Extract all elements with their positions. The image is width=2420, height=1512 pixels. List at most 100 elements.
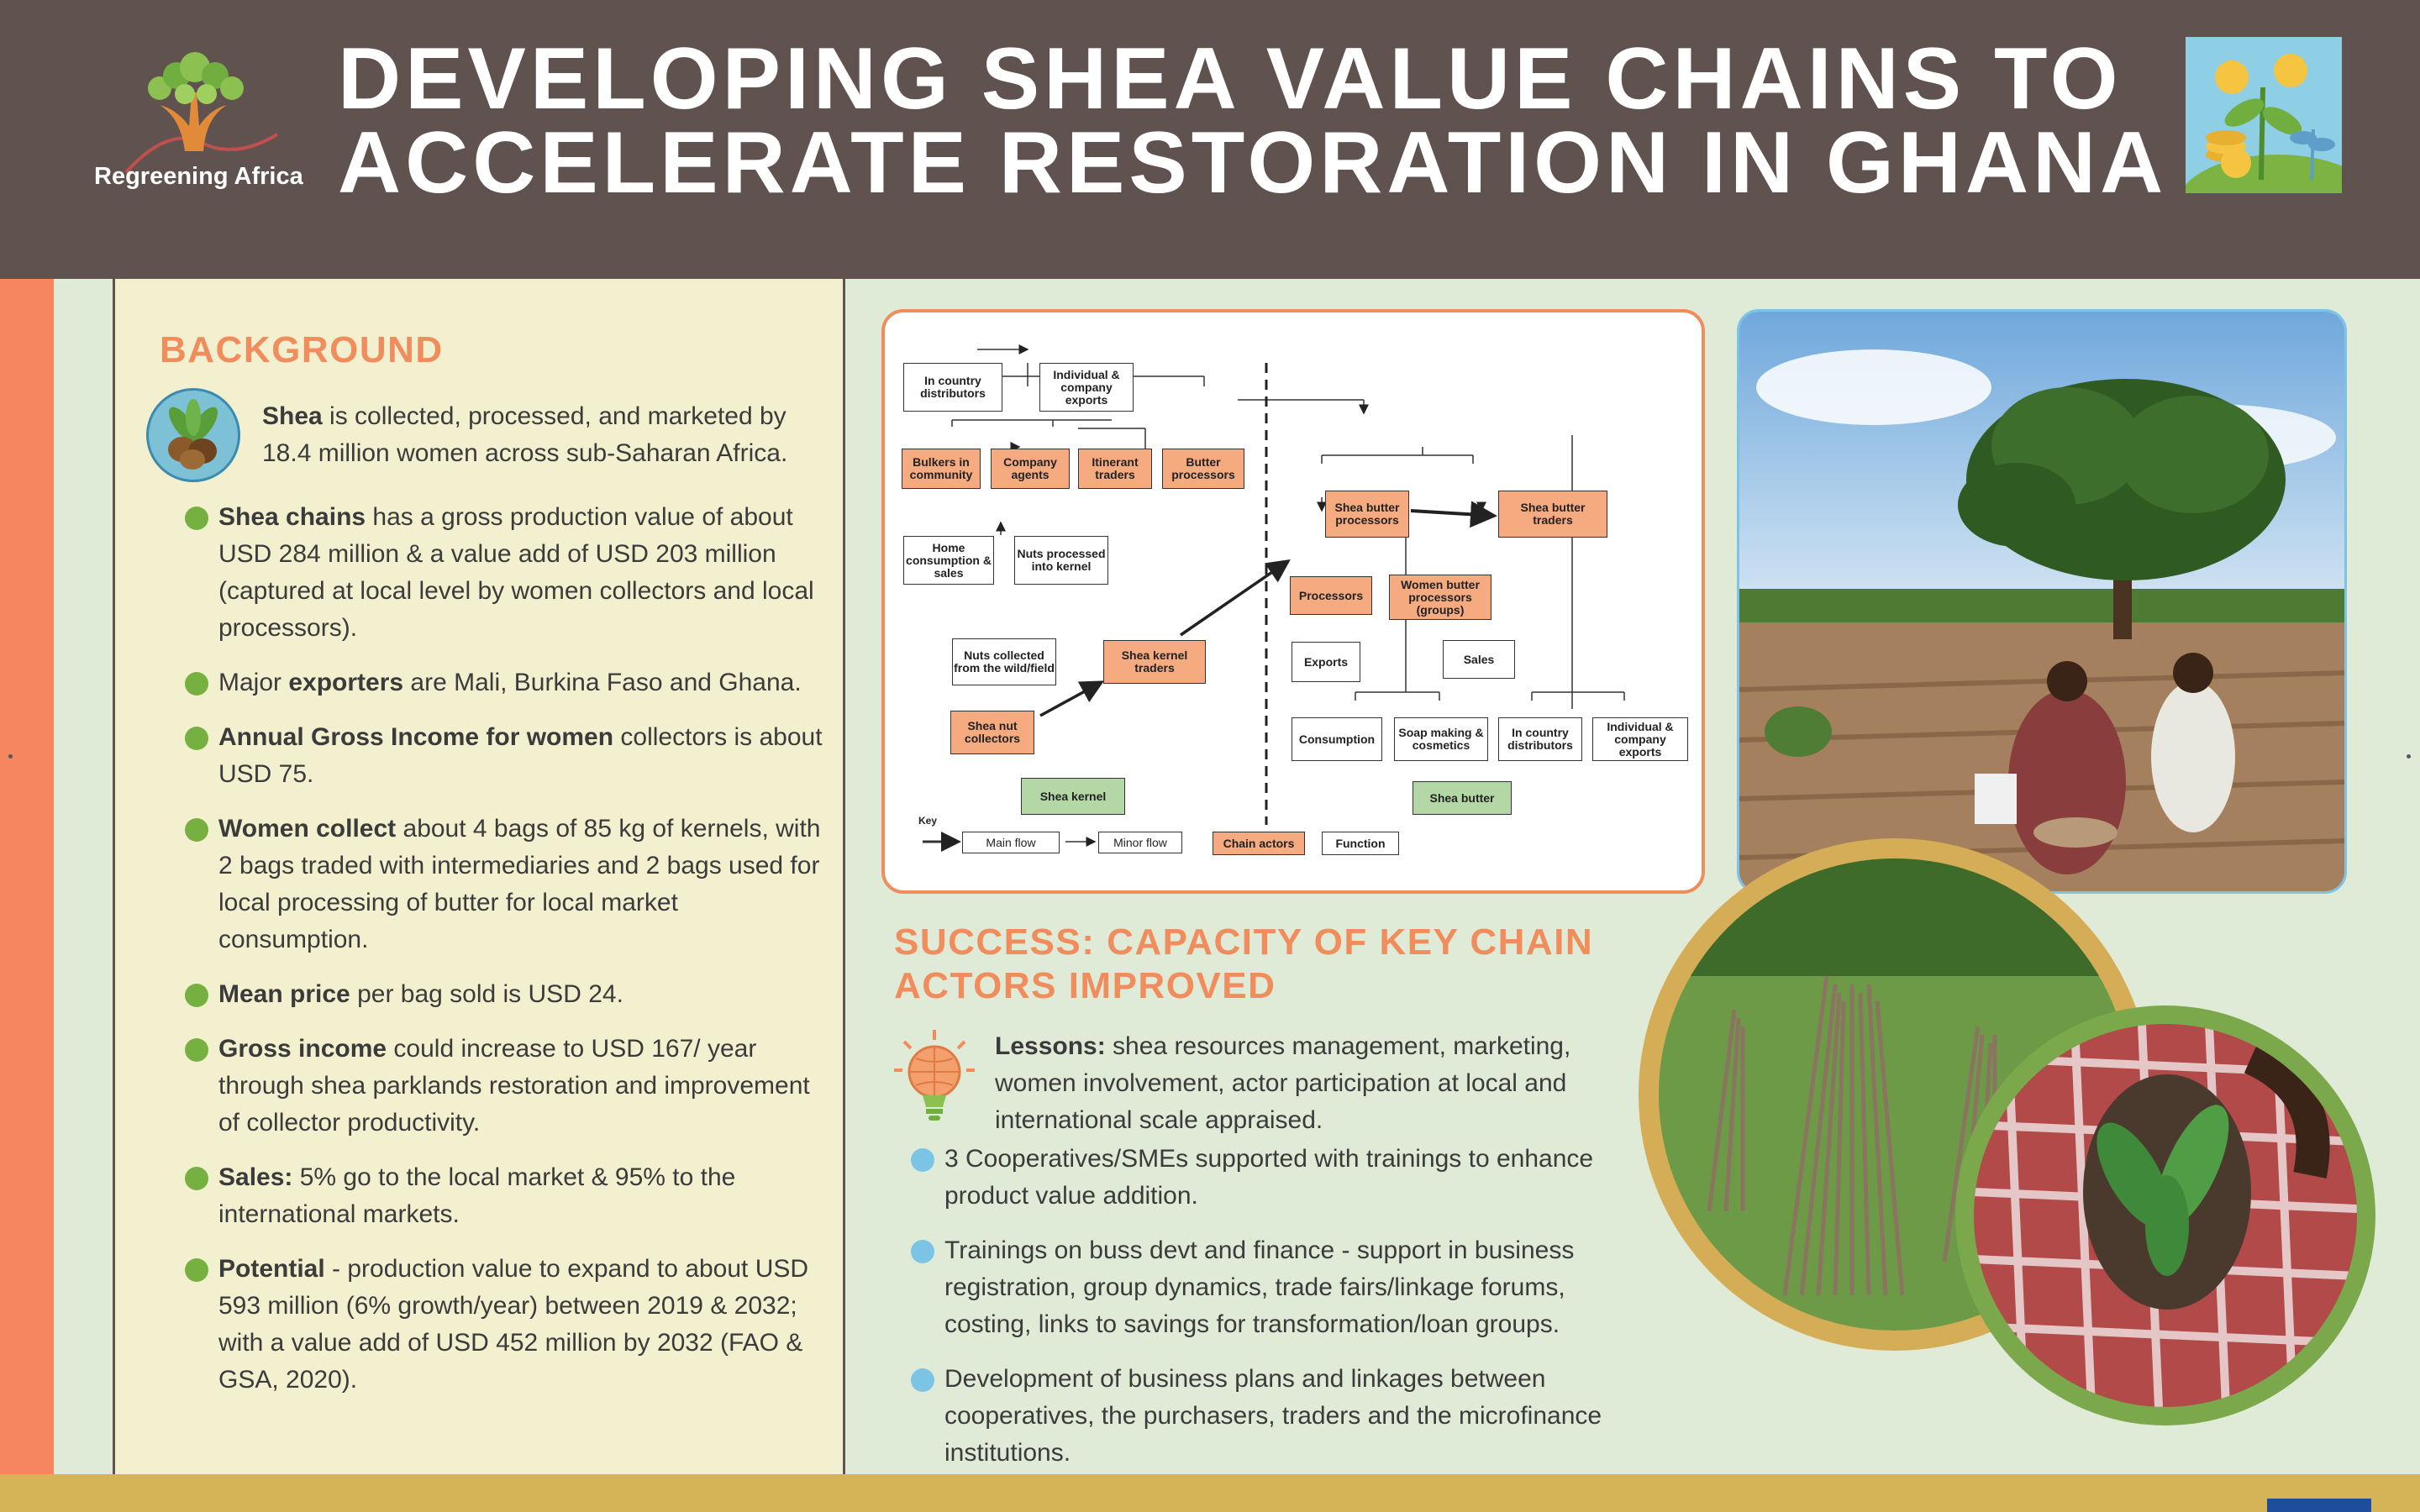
key-function: Function — [1322, 832, 1399, 855]
footer-band — [0, 1474, 2420, 1512]
intro-text: is collected, processed, and marketed by… — [262, 402, 788, 467]
node-in-country-distributors-right: In country distributors — [1498, 717, 1582, 761]
bullet-dot — [185, 984, 208, 1007]
bullet-bold: Shea chains — [218, 503, 366, 531]
bullet-text: could increase to USD 167/ year through … — [218, 1035, 810, 1137]
node-company-agents: Company agents — [991, 449, 1070, 489]
list-item: Annual Gross Income for women collectors… — [185, 719, 823, 793]
list-item: Shea chains has a gross production value… — [185, 499, 823, 647]
tree-hands-logo-icon — [124, 52, 279, 174]
list-item: Trainings on buss devt and finance - sup… — [911, 1232, 1634, 1343]
lessons-body: shea resources management, marketing, wo… — [995, 1032, 1571, 1134]
shea-nut-icon — [146, 388, 240, 482]
bullet-dot — [185, 1258, 208, 1282]
node-shea-kernel-traders: Shea kernel traders — [1103, 640, 1206, 684]
bullet-bold: Gross income — [218, 1035, 387, 1063]
key-chain-actors: Chain actors — [1213, 832, 1305, 855]
node-individual-exports-right: Individual & company exports — [1592, 717, 1688, 761]
node-shea-butter-processors: Shea butter processors — [1325, 491, 1409, 538]
tree-planting-photo — [1737, 309, 2347, 894]
list-item: Potential - production value to expand t… — [185, 1251, 823, 1399]
bullet-pre: Major — [218, 669, 289, 696]
bullet-text: collectors is about USD 75. — [218, 723, 823, 788]
node-individual-exports-left: Individual & company exports — [1039, 363, 1134, 412]
bullet-dot — [185, 727, 208, 750]
bullet-dot — [185, 818, 208, 842]
list-item: Mean price per bag sold is USD 24. — [185, 976, 823, 1013]
list-item: Women collect about 4 bags of 85 kg of k… — [185, 811, 823, 958]
title-line-1: DEVELOPING SHEA VALUE CHAINS TO — [338, 30, 2123, 128]
node-home-consumption: Home consumption & sales — [903, 536, 994, 585]
bullet-bold: exporters — [288, 669, 404, 696]
node-shea-kernel: Shea kernel — [1021, 778, 1125, 815]
list-item: Gross income could increase to USD 167/ … — [185, 1031, 823, 1142]
page-title: DEVELOPING SHEA VALUE CHAINS TO ACCELERA… — [338, 30, 2168, 212]
bullet-dot — [185, 1038, 208, 1062]
lessons-text: Lessons: shea resources management, mark… — [995, 1028, 1600, 1139]
node-soap-making: Soap making & cosmetics — [1394, 717, 1488, 761]
node-sales: Sales — [1443, 640, 1515, 679]
node-itinerant-traders: Itinerant traders — [1078, 449, 1152, 489]
key-main-flow: Main flow — [962, 832, 1060, 853]
node-nuts-collected: Nuts collected from the wild/field — [952, 638, 1056, 685]
left-green-strip — [54, 279, 113, 1474]
lessons-bold: Lessons: — [995, 1032, 1106, 1060]
bullet-text: Trainings on buss devt and finance - sup… — [944, 1236, 1575, 1338]
node-butter-processors: Butter processors — [1162, 449, 1244, 489]
node-women-butter-processors: Women butter processors (groups) — [1389, 575, 1491, 620]
bullet-text: has a gross production value of about US… — [218, 503, 814, 642]
bullet-text: - production value to expand to about US… — [218, 1255, 809, 1394]
edge-marker — [2407, 754, 2411, 759]
bullet-bold: Annual Gross Income for women — [218, 723, 614, 751]
success-heading: SUCCESS: CAPACITY OF KEY CHAIN ACTORS IM… — [894, 921, 1594, 1006]
background-heading: BACKGROUND — [160, 329, 444, 370]
node-consumption: Consumption — [1292, 717, 1382, 761]
intro-bold: Shea — [262, 402, 323, 430]
bullet-dot — [185, 507, 208, 530]
bullet-text: Development of business plans and linkag… — [944, 1365, 1602, 1467]
node-processors: Processors — [1290, 576, 1372, 615]
node-nuts-processed: Nuts processed into kernel — [1014, 536, 1108, 585]
logo-text: Regreening Africa — [94, 163, 303, 190]
seedling-bag-photo — [1974, 1024, 2357, 1407]
title-line-2: ACCELERATE RESTORATION IN GHANA — [338, 114, 2168, 212]
bullet-bold: Mean price — [218, 980, 350, 1008]
bullet-dot — [911, 1368, 934, 1392]
money-plant-icon — [2186, 37, 2342, 193]
left-accent-strip — [0, 279, 54, 1474]
list-item: Sales: 5% go to the local market & 95% t… — [185, 1159, 823, 1233]
flag-logo — [2267, 1499, 2371, 1512]
node-bulkers: Bulkers in community — [902, 449, 981, 489]
bullet-bold: Potential — [218, 1255, 325, 1283]
bullet-bold: Women collect — [218, 815, 397, 843]
bullet-dot — [911, 1148, 934, 1172]
background-bullet-list: Shea chains has a gross production value… — [185, 499, 823, 1416]
bullet-bold: Sales: — [218, 1163, 293, 1191]
node-exports: Exports — [1292, 642, 1360, 682]
edge-marker — [8, 754, 13, 759]
seedling-bag-photo-frame — [1955, 1005, 2375, 1425]
header-banner: Regreening Africa DEVELOPING SHEA VALUE … — [0, 0, 2420, 279]
bullet-text: 3 Cooperatives/SMEs supported with train… — [944, 1145, 1594, 1210]
bullet-dot — [911, 1240, 934, 1263]
key-minor-flow: Minor flow — [1098, 832, 1182, 853]
bullet-dot — [185, 1167, 208, 1190]
node-in-country-distributors-left: In country distributors — [903, 363, 1002, 412]
bullet-dot — [185, 672, 208, 696]
bullet-text: are Mali, Burkina Faso and Ghana. — [403, 669, 802, 696]
background-panel — [113, 279, 845, 1474]
node-shea-nut-collectors: Shea nut collectors — [950, 711, 1034, 754]
key-label: Key — [918, 815, 938, 827]
node-shea-butter-traders: Shea butter traders — [1498, 491, 1607, 538]
bullet-text: about 4 bags of 85 kg of kernels, with 2… — [218, 815, 821, 953]
list-item: Development of business plans and linkag… — [911, 1361, 1634, 1472]
list-item: 3 Cooperatives/SMEs supported with train… — [911, 1141, 1634, 1215]
bullet-text: per bag sold is USD 24. — [350, 980, 623, 1008]
value-chain-diagram: In country distributors Individual & com… — [881, 309, 1705, 894]
list-item: Major exporters are Mali, Burkina Faso a… — [185, 664, 823, 701]
tree-planting-image — [1739, 312, 2344, 891]
node-shea-butter: Shea butter — [1413, 781, 1512, 815]
bullet-text: 5% go to the local market & 95% to the i… — [218, 1163, 736, 1228]
background-intro: Shea is collected, processed, and market… — [262, 398, 817, 472]
success-bullet-list: 3 Cooperatives/SMEs supported with train… — [911, 1141, 1634, 1489]
